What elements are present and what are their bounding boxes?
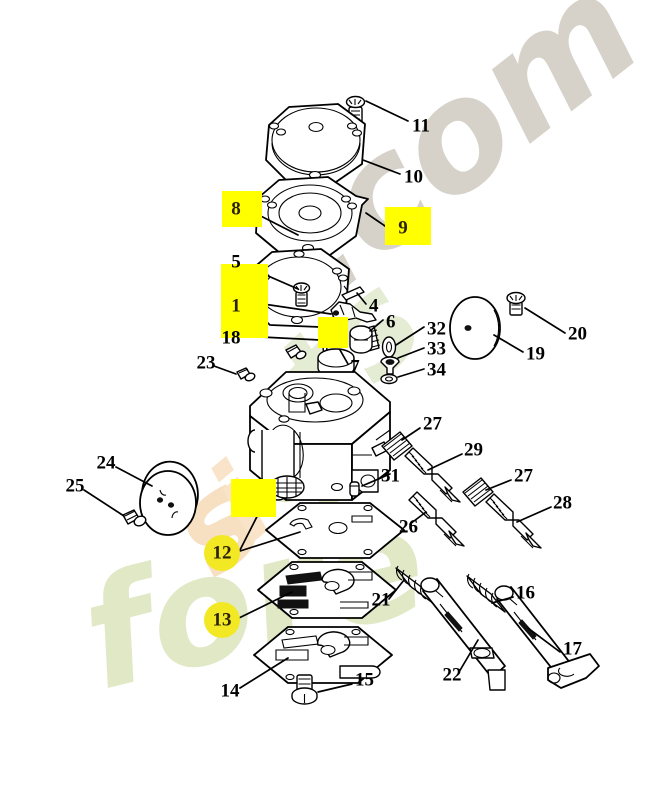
part-4-pin [341, 285, 365, 301]
callout-number-26: 26 [399, 516, 418, 537]
callout-number-9: 9 [398, 217, 408, 238]
part-25-screw [122, 509, 147, 527]
callout-number-25: 25 [66, 475, 85, 496]
callout-number-29: 29 [464, 439, 483, 460]
callout-number-8: 8 [231, 198, 241, 219]
callout-number-19: 19 [526, 343, 545, 364]
callout-number-13: 13 [213, 609, 232, 630]
callout-number-27a: 27 [423, 413, 443, 434]
callout-number-20: 20 [568, 323, 587, 344]
part-12-pump-gasket [265, 502, 405, 559]
highlight-box-11 [231, 479, 276, 517]
part-18-fitting [285, 344, 307, 360]
part-26-adjusting-screw [408, 491, 465, 547]
callout-number-32: 32 [427, 318, 446, 339]
part-27b-spring [462, 477, 494, 507]
callout-number-6: 6 [386, 311, 396, 332]
callout-number-31: 31 [381, 465, 400, 486]
callout-number-17: 17 [563, 638, 583, 659]
part-34-check-valve [380, 356, 400, 385]
callout-number-21: 21 [372, 589, 391, 610]
part-13-pump-diaphragm [257, 561, 397, 619]
part-29-adjusting-screw [404, 447, 461, 503]
part-10-cover-plate [265, 103, 366, 183]
callout-number-11: 11 [412, 115, 430, 136]
callout-number-7: 7 [350, 356, 360, 377]
highlight-circle-13 [204, 602, 240, 638]
part-14-pump-cover [253, 626, 393, 684]
callout-number-23: 23 [197, 352, 216, 373]
callout-number-28: 28 [553, 492, 572, 513]
callout-number-5: 5 [231, 251, 241, 272]
callout-number-33: 33 [427, 338, 446, 359]
highlight-box-9 [385, 207, 431, 245]
callout-number-34: 34 [427, 359, 447, 380]
callout-number-12: 12 [213, 542, 232, 563]
callout-number-15: 15 [355, 669, 374, 690]
callout-number-24: 24 [97, 452, 117, 473]
leader-lines [83, 100, 566, 693]
part-20-screw [506, 291, 526, 316]
callout-number-4: 4 [369, 295, 379, 316]
callout-number-14: 14 [221, 680, 241, 701]
callout-number-1: 1 [231, 295, 241, 316]
part-19-plate [449, 296, 501, 360]
part-16-spring [466, 573, 506, 613]
highlight-box-8 [222, 191, 262, 227]
callout-number-18: 18 [222, 327, 241, 348]
part-24-choke-plate [139, 460, 199, 536]
part-28-adjusting-screw [485, 493, 542, 549]
part-15-screw [291, 674, 318, 705]
part-23-screw [236, 367, 256, 382]
callout-number-27b: 27 [514, 465, 534, 486]
callout-number-16: 16 [516, 582, 535, 603]
part-31-pin [349, 481, 360, 497]
callout-number-10: 10 [404, 166, 423, 187]
highlight-circle-12 [204, 535, 240, 571]
callout-number-22: 22 [443, 664, 462, 685]
highlight-box-1 [221, 264, 268, 338]
part-5-screw [292, 282, 311, 307]
part-22-throttle-shaft [420, 577, 506, 691]
part-32-nozzle [349, 325, 373, 354]
highlight-box-6 [318, 317, 348, 348]
